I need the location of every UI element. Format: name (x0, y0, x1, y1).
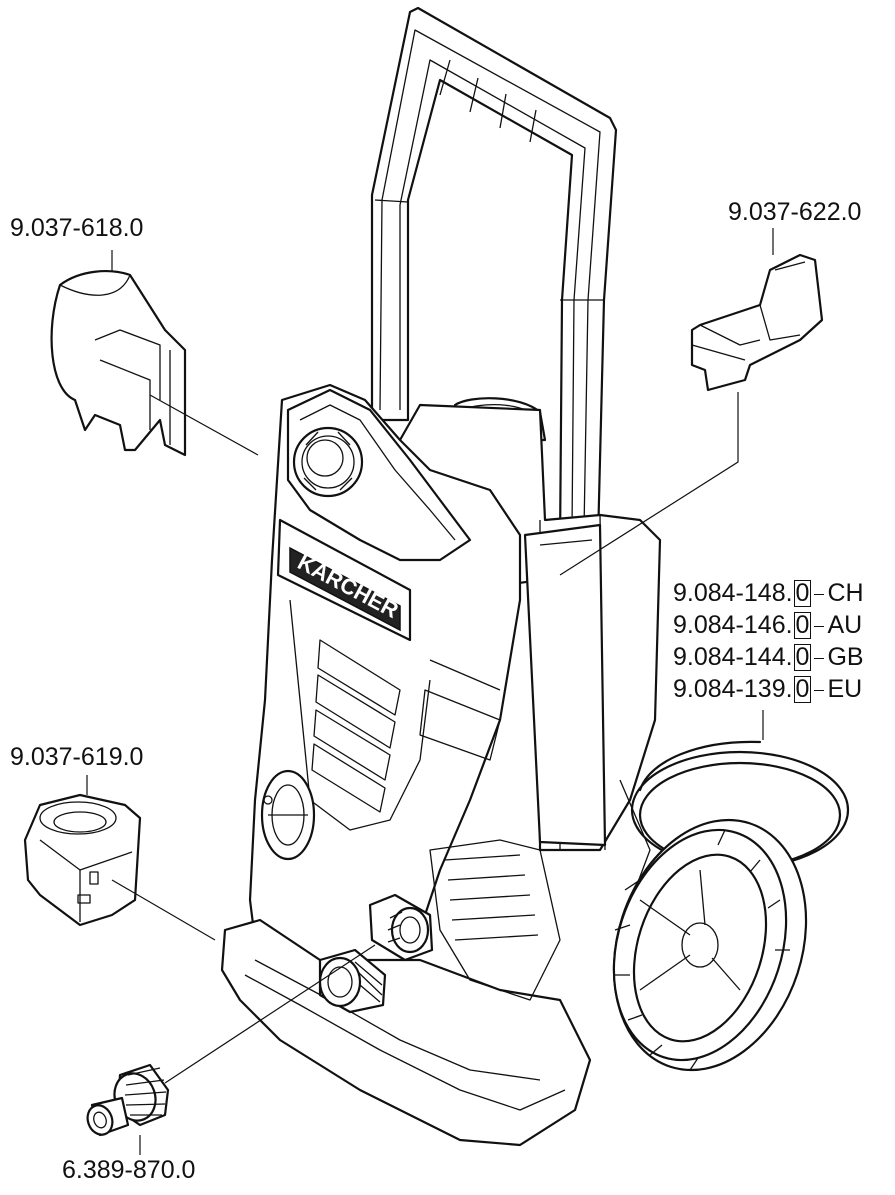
water-inlet[interactable] (318, 948, 387, 1014)
leader-622 (559, 392, 739, 576)
part-label-870: 6.389-870.0 (62, 1156, 196, 1184)
machine-body: KÄRCHER (220, 383, 662, 1147)
power-switch[interactable] (260, 769, 316, 861)
part-label-619: 9.037-619.0 (10, 743, 144, 771)
leader-870-outlet (164, 944, 376, 1084)
vent-grille (311, 639, 501, 813)
hose-adapter-870 (86, 1063, 170, 1137)
pressure-dial[interactable] (292, 426, 364, 498)
accessory-holder-618 (50, 270, 187, 457)
part-label-622: 9.037-622.0 (728, 198, 862, 226)
leader-619 (111, 879, 216, 941)
wheel (612, 818, 808, 1072)
accessory-holder-622 (690, 253, 824, 392)
part-label-618: 9.037-618.0 (10, 214, 144, 242)
pressure-outlet[interactable] (368, 893, 434, 962)
leader-618 (149, 394, 259, 456)
accessory-holder-619 (23, 793, 142, 927)
